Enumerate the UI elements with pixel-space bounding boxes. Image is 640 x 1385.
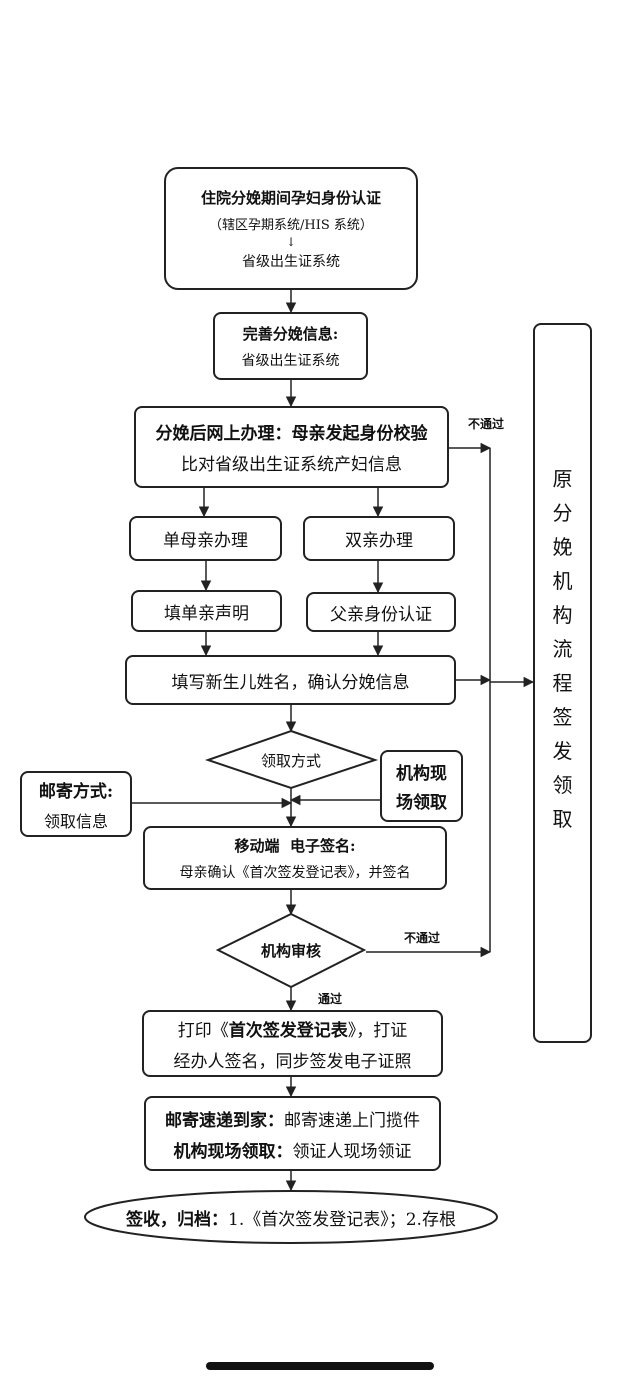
- esign-box: 移动端 电子签名: 母亲确认《首次签发登记表》，并签名: [143, 826, 447, 890]
- father-auth-box: 父亲身份认证: [306, 592, 456, 632]
- onsite-line2: 场领取: [396, 793, 447, 813]
- original-char: 分: [552, 501, 573, 525]
- deliver-mail-line: 邮寄速递到家：邮寄速递上门揽件: [165, 1106, 420, 1131]
- review-label: 机构审核: [260, 942, 321, 960]
- auth-title: 住院分娩期间孕妇身份认证: [200, 188, 381, 207]
- onsite-line1: 机构现: [396, 764, 447, 784]
- both-parents-label: 双亲办理: [345, 531, 413, 551]
- fail-label-top: 不通过: [468, 417, 505, 431]
- original-char: 娩: [552, 535, 573, 559]
- original-char: 取: [552, 807, 573, 831]
- esign-sub: 母亲确认《首次签发登记表》，并签名: [179, 864, 411, 881]
- father-auth-label: 父亲身份认证: [330, 604, 432, 625]
- both-parents-box: 双亲办理: [303, 516, 455, 561]
- archive-text: 签收，归档：1.《首次签发登记表》；2.存根: [85, 1205, 497, 1230]
- mail-box: 邮寄方式: 领取信息: [20, 771, 132, 837]
- review-diamond: [215, 912, 367, 989]
- deliver-box: 邮寄速递到家：邮寄速递上门揽件 机构现场领取：领证人现场领证: [144, 1096, 441, 1171]
- single-statement-label: 填单亲声明: [164, 603, 249, 624]
- perfect-info-system: 省级出生证系统: [241, 352, 340, 369]
- print-box: 打印《首次签发登记表》，打证 经办人签名，同步签发电子证照: [142, 1010, 443, 1077]
- mail-title: 邮寄方式:: [38, 781, 114, 802]
- online-process-box: 分娩后网上办理：母亲发起身份校验 比对省级出生证系统产妇信息: [134, 406, 449, 488]
- auth-box: 住院分娩期间孕妇身份认证 （辖区孕期系统/HIS 系统） ↓ 省级出生证系统: [164, 167, 418, 290]
- single-mother-label: 单母亲办理: [163, 531, 248, 551]
- perfect-info-box: 完善分娩信息: 省级出生证系统: [213, 312, 368, 380]
- esign-title: 移动端 电子签名:: [234, 836, 356, 855]
- onsite-box: 机构现 场领取: [380, 750, 463, 822]
- single-mother-box: 单母亲办理: [129, 516, 282, 561]
- original-char: 流: [552, 637, 573, 661]
- print-line2: 经办人签名，同步签发电子证照: [173, 1051, 412, 1072]
- perfect-info-title: 完善分娩信息:: [242, 324, 339, 343]
- original-char: 程: [552, 671, 573, 695]
- original-char: 构: [552, 603, 573, 627]
- auth-target-system: 省级出生证系统: [242, 253, 340, 270]
- original-char: 签: [552, 705, 573, 729]
- original-char: 机: [552, 569, 573, 593]
- online-process-sub: 比对省级出生证系统产妇信息: [181, 455, 402, 475]
- archive-ellipse: [84, 1190, 498, 1244]
- print-line1: 打印《首次签发登记表》，打证: [178, 1016, 408, 1041]
- auth-down-arrow: ↓: [285, 234, 297, 249]
- home-indicator[interactable]: [206, 1362, 434, 1370]
- pickup-method-label: 领取方式: [260, 752, 321, 770]
- archive-detail: 1.《首次签发登记表》；2.存根: [228, 1210, 456, 1230]
- original-process-box: [533, 323, 592, 1043]
- online-process-title: 分娩后网上办理：母亲发起身份校验: [155, 424, 428, 444]
- fill-name-box: 填写新生儿姓名，确认分娩信息: [125, 655, 456, 705]
- deliver-onsite-text: 领证人现场领证: [292, 1141, 412, 1162]
- auth-system-note: （辖区孕期系统/HIS 系统）: [209, 217, 373, 233]
- original-char: 原: [552, 467, 573, 491]
- original-char: 领: [552, 773, 573, 797]
- archive-label: 签收，归档：: [126, 1210, 229, 1230]
- original-char: 发: [552, 739, 573, 763]
- print-form-name: 首次签发登记表: [228, 1020, 348, 1041]
- pass-label: 通过: [318, 992, 343, 1006]
- deliver-onsite-line: 机构现场领取：领证人现场领证: [174, 1137, 412, 1162]
- print-suffix: 》，打证: [347, 1020, 408, 1041]
- deliver-mail-label: 邮寄速递到家：: [165, 1110, 284, 1131]
- pickup-method-diamond: [204, 729, 379, 790]
- single-statement-box: 填单亲声明: [131, 590, 282, 632]
- mail-sub: 领取信息: [43, 811, 108, 831]
- fill-name-label: 填写新生儿姓名，确认分娩信息: [171, 672, 410, 693]
- deliver-onsite-label: 机构现场领取：: [173, 1141, 293, 1162]
- fail-label-review: 不通过: [404, 931, 441, 945]
- print-prefix: 打印《: [177, 1020, 229, 1041]
- original-process-text: 原 分 娩 机 构 流 程 签 发 领 取: [533, 462, 592, 836]
- deliver-mail-text: 邮寄速递上门揽件: [284, 1110, 420, 1131]
